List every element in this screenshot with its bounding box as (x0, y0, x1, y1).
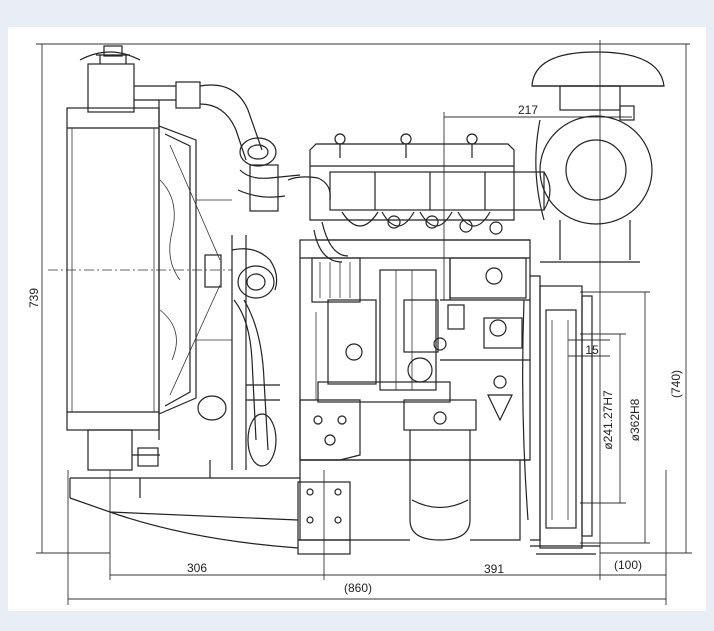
dim-362-h8: ø362H8 (628, 398, 642, 441)
dim-217: 217 (518, 103, 538, 117)
water-pump-and-hoses (197, 84, 301, 470)
oil-sump-and-base (69, 460, 521, 549)
dim-391: 391 (484, 562, 504, 576)
dim-740: (740) (669, 370, 683, 398)
flywheel-housing (522, 275, 600, 555)
dim-15: 15 (585, 343, 599, 357)
air-cleaner (531, 51, 665, 263)
oil-filter (403, 399, 477, 541)
cylinder-head (309, 133, 551, 241)
engine-side-elevation-drawing: 217 739 (740) 306 391 (860) (100) 15 ø24… (27, 40, 692, 605)
dim-860: (860) (344, 581, 372, 595)
dim-100: (100) (614, 558, 642, 572)
drawing-sheet: 217 739 (740) 306 391 (860) (100) 15 ø24… (8, 27, 706, 611)
engine-block (287, 176, 531, 461)
dim-739: 739 (27, 288, 41, 308)
dim-306: 306 (187, 561, 207, 575)
fan-shroud (158, 125, 232, 415)
engine-mount (297, 399, 361, 555)
dim-241-h7: ø241.27H7 (601, 390, 615, 450)
radiator (66, 45, 201, 471)
dimension-lines (36, 40, 692, 605)
